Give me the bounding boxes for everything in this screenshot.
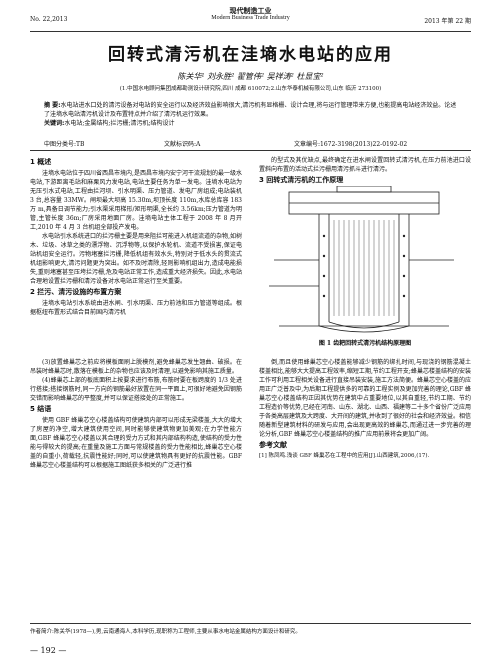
paragraph: 洼墒水电站位于四川省西昌市境内,是西昌市境内安宁河干流规划的最一级水电站,下游距… — [30, 170, 242, 231]
affiliation: (1.中国水电顾问集团成都勘测设计研究院,四川 成都 610072;2.山东华泰… — [119, 86, 382, 92]
keywords-label: 关键词: — [44, 120, 65, 127]
section-heading-2: 2 拦污、清污设施的布置方案 — [30, 288, 122, 296]
header-rule — [30, 31, 471, 32]
column-4: 倒,而且使用蜂巢芯空心楼盖能够减少钢筋的绑扎时间,与现浇的钢筋混凝土楼盖相比,能… — [259, 358, 471, 460]
issue-number: No. 22,2013 — [30, 16, 68, 23]
running-header: 现代制造工业 Modern Business Trade Industry No… — [30, 6, 471, 30]
keywords-text: 水电站;金属结构;拦污栅;清污机;结构设计 — [64, 120, 175, 127]
paragraph: 洼墒水电站引水系统由进水闸、引水明渠、压力前池和压力管道等组成。根据枢纽布置形式… — [30, 300, 242, 316]
section-heading-3: 3 回转式清污机的工作原理 — [259, 176, 344, 184]
paragraph: 使用 GBF 蜂巢芯空心楼盖结构可使建筑内部可以形成无梁楼盖,大大的增大了房屋的… — [30, 417, 242, 469]
abstract-rule — [30, 150, 471, 151]
paragraph: 倒,而且使用蜂巢芯空心楼盖能够减少钢筋的绑扎时间,与现浇的钢筋混凝土楼盖相比,能… — [259, 359, 471, 438]
paragraph: 的型式及其优缺点,最终确定在进水闸设置回转式清污机,在压力前池进口设置斜向布置的… — [259, 157, 471, 173]
references-heading: 参考文献 — [259, 441, 287, 449]
paragraph: (4)蜂巢芯上部的板底面积上按要求进行布筋,布筋时要在板跨度的 1/3 处进行搭… — [30, 377, 242, 402]
document-code: 文献标识码:A — [164, 141, 201, 148]
abstract: 摘 要:水电站进水口处的清污设备对电站的安全运行以及经济效益影响很大,清污机有显… — [44, 101, 457, 128]
trash-rack-cleaner-drawing — [269, 185, 454, 333]
journal-name-en: Modern Business Trade Industry — [211, 15, 290, 21]
author-list: 陈关华¹ 刘永胜² 翟管伟² 吴祥涛² 杜显宝² — [177, 72, 324, 81]
clc-number: 中图分类号:TB — [44, 141, 85, 148]
paragraph: 水电站引水系统进口的拦污栅主要是用来阻拦可能进入机组流道的杂物,如树木、垃圾、冰… — [30, 233, 242, 285]
column-3: (3)放置蜂巢芯之前应将模板面刷上脱模剂,避免蜂巢芯发生翘曲、破损。在吊装时蜂巢… — [30, 358, 242, 470]
abstract-text: 水电站进水口处的清污设备对电站的安全运行以及经济效益影响很大,清污机有显格栅、设… — [44, 102, 457, 118]
paragraph: (3)放置蜂巢芯之前应将模板面刷上脱模剂,避免蜂巢芯发生翘曲、破损。在吊装时蜂巢… — [30, 359, 242, 375]
classification-line: 中图分类号:TB 文献标识码:A 文章编号:1672-3198(2013)22-… — [44, 139, 457, 148]
issue-year: 2013 年第 22 期 — [424, 18, 471, 25]
section-heading-1: 1 概述 — [30, 158, 52, 166]
article-title: 回转式清污机在洼墒水电站的应用 — [108, 45, 393, 65]
figure-caption: 图 1 齿耙回转式清污机结构原理图 — [318, 340, 412, 347]
column-2: 的型式及其优缺点,最终确定在进水闸设置回转式清污机,在压力前池进口设置斜向布置的… — [259, 156, 471, 187]
author-footnote: 作者简介:陈关华(1978—),男,云南通海人,本科学历,现职称为工程师,主要从… — [30, 623, 471, 635]
figure-diagram — [259, 185, 471, 334]
column-1: 1 概述 洼墒水电站位于四川省西昌市境内,是西昌市境内安宁河干流规划的最一级水电… — [30, 156, 242, 317]
page-number: — 192 — — [30, 646, 67, 655]
journal-name: 现代制造工业 — [229, 6, 272, 15]
section-heading-5: 5 结语 — [30, 405, 52, 413]
article-number: 文章编号:1672-3198(2013)22-0192-02 — [294, 141, 408, 148]
reference-item: [1] 陈凤鸣.浅谈 GBF 蜂巢芯在工程中的应用[J].山西建筑,2006,(… — [259, 453, 430, 459]
abstract-label: 摘 要: — [44, 102, 61, 109]
